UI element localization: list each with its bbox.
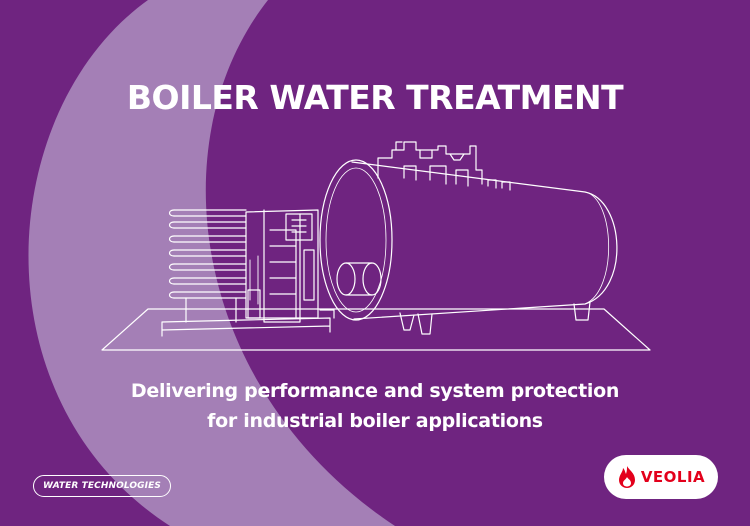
treatment-skid-frame <box>245 209 319 323</box>
floor-platform <box>101 308 651 351</box>
burner <box>345 262 373 296</box>
control-panel <box>285 213 313 241</box>
tank-front-end <box>319 159 393 321</box>
cover-title: BOILER WATER TREATMENT <box>126 78 624 117</box>
top-valves <box>377 141 511 191</box>
filter-tubes <box>168 209 247 323</box>
subtitle-line-2: for industrial boiler applications <box>207 410 543 432</box>
subtitle-line-1: Delivering performance and system protec… <box>130 380 620 402</box>
tank-legs <box>399 301 591 335</box>
logo-wordmark: VEOLIA <box>640 468 706 486</box>
cover-subtitle: Delivering performance and system protec… <box>0 376 750 436</box>
skid-base <box>161 317 331 337</box>
veolia-flame-icon <box>618 466 635 488</box>
division-badge: WATER TECHNOLOGIES <box>33 475 171 497</box>
veolia-logo: VEOLIA <box>604 455 718 499</box>
boiler-tank <box>351 161 618 320</box>
